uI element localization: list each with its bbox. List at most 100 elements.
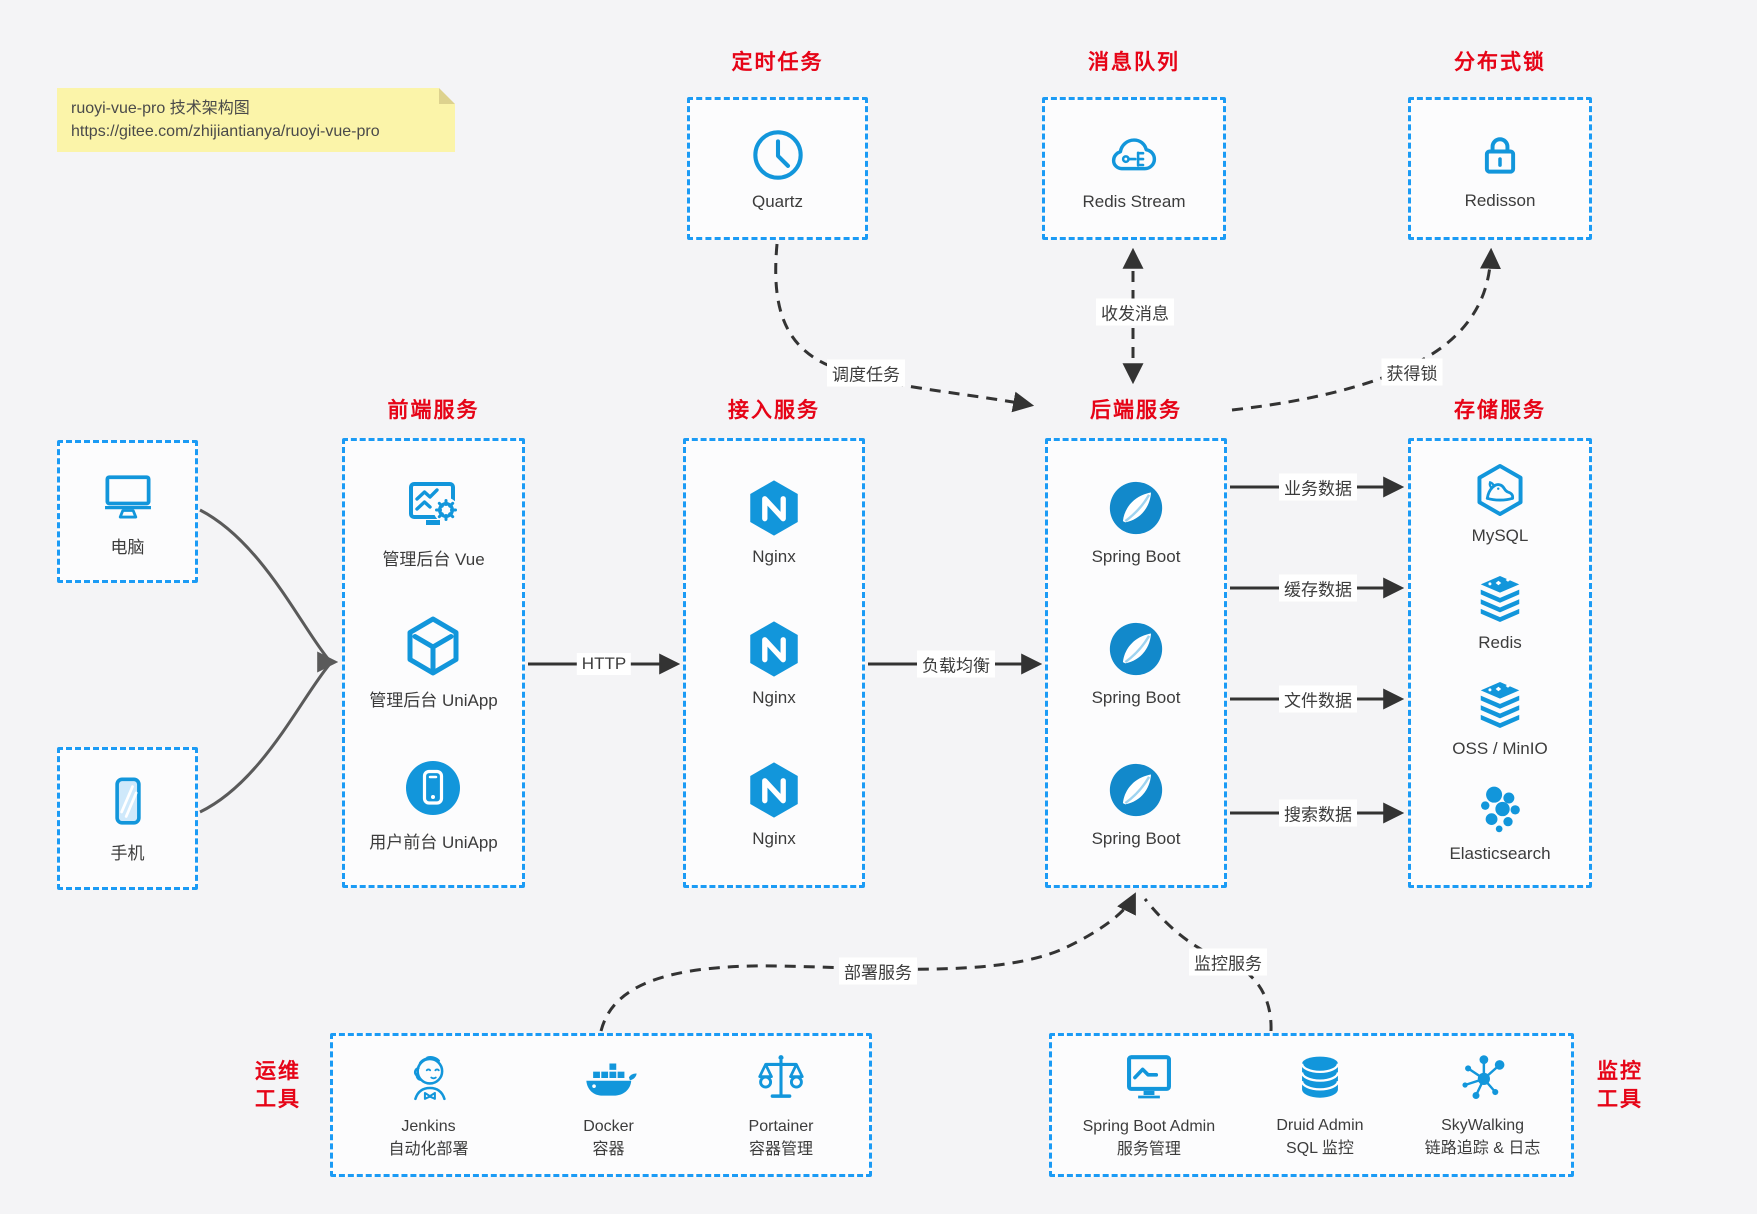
node-label: 用户前台 UniApp (369, 832, 498, 852)
tool-name: Portainer (748, 1117, 814, 1135)
edge-label-messaging: 收发消息 (1096, 298, 1174, 326)
spring-boot-icon (1105, 618, 1167, 680)
tool-desc: SQL 监控 (1286, 1140, 1354, 1157)
tool-desc: 服务管理 (1116, 1141, 1181, 1158)
node-label: Redisson (1464, 190, 1536, 210)
node-spring-boot-1: Spring Boot (1091, 477, 1181, 567)
lock-icon (1472, 127, 1528, 183)
edge-mobile-to-frontend (199, 664, 331, 814)
node-label: Redis Stream (1082, 191, 1186, 211)
edge-lock (1231, 247, 1501, 412)
node-spring-boot-3: Spring Boot (1091, 759, 1181, 849)
note-title: ruoyi-vue-pro 技术架构图 (71, 100, 250, 117)
redisson-box[interactable]: Redisson (1408, 97, 1592, 240)
node-mobile: 手机 (99, 773, 157, 864)
desktop-client-box[interactable]: 电脑 (57, 440, 198, 583)
node-label: OSS / MinIO (1452, 739, 1548, 759)
node-redis: Redis (1472, 569, 1528, 653)
spring-boot-icon (1105, 477, 1167, 539)
node-label: Spring Boot (1091, 829, 1181, 849)
group-title-scheduled-tasks: 定时任务 (731, 51, 824, 74)
note-url[interactable]: https://gitee.com/zhijiantianya/ruoyi-vu… (71, 123, 380, 141)
edge-label-monitor: 监控服务 (1189, 948, 1267, 976)
node-label: 管理后台 UniApp (369, 691, 498, 711)
column-title-frontend: 前端服务 (387, 399, 480, 422)
node-portainer: Portainer 容器管理 (748, 1049, 814, 1161)
docker-icon (580, 1049, 638, 1107)
monitor-tools-label: 监控 工具 (1597, 1060, 1643, 1112)
admin-vue-icon (402, 473, 466, 537)
node-label: 电脑 (110, 538, 145, 557)
tool-desc: 容器管理 (749, 1141, 814, 1158)
node-skywalking: SkyWalking 链路追踪 & 日志 (1424, 1050, 1541, 1160)
edge-label-search-data: 搜索数据 (1279, 799, 1357, 827)
node-label: 管理后台 Vue (382, 550, 485, 570)
node-label: Redis (1478, 632, 1522, 652)
ops-tools-box[interactable]: Jenkins 自动化部署 Docker 容器 Portainer 容器管理 (330, 1033, 872, 1177)
tool-name: Druid Admin (1276, 1116, 1364, 1134)
group-title-distributed-lock: 分布式锁 (1454, 51, 1546, 74)
node-mysql: MySQL (1471, 462, 1529, 546)
node-label: Spring Boot (1091, 546, 1181, 566)
portainer-icon (752, 1049, 810, 1107)
edge-label-http: HTTP (576, 653, 632, 675)
frontend-service-box[interactable]: 管理后台 Vue 管理后台 UniApp 用户前台 UniApp (342, 438, 525, 888)
uniapp-cube-icon (401, 614, 465, 678)
node-label: 手机 (110, 844, 145, 863)
edge-label-file-data: 文件数据 (1279, 685, 1357, 713)
desktop-icon (98, 465, 158, 525)
node-user-uniapp: 用户前台 UniApp (369, 756, 498, 853)
spring-boot-admin-icon (1120, 1049, 1178, 1107)
tool-desc: 容器 (592, 1141, 625, 1158)
node-redis-stream: Redis Stream (1082, 126, 1186, 212)
tool-desc: 链路追踪 & 日志 (1424, 1140, 1541, 1157)
druid-icon (1292, 1050, 1348, 1106)
redis-stack-icon (1472, 569, 1528, 625)
clock-icon (749, 126, 807, 184)
node-spring-boot-2: Spring Boot (1091, 618, 1181, 708)
node-nginx-2: Nginx (743, 618, 805, 708)
jenkins-icon (400, 1049, 458, 1107)
node-elasticsearch: Elasticsearch (1449, 782, 1551, 864)
monitor-tools-box[interactable]: Spring Boot Admin 服务管理 Druid Admin SQL 监… (1049, 1033, 1574, 1177)
node-druid-admin: Druid Admin SQL 监控 (1276, 1050, 1364, 1160)
tool-name: SkyWalking (1441, 1116, 1525, 1134)
access-service-box[interactable]: Nginx Nginx Nginx (683, 438, 865, 888)
column-title-access: 接入服务 (728, 399, 820, 422)
backend-service-box[interactable]: Spring Boot Spring Boot Spring Boot (1045, 438, 1227, 888)
sticky-note: ruoyi-vue-pro 技术架构图 https://gitee.com/zh… (57, 88, 455, 152)
node-label: Nginx (752, 546, 796, 566)
edge-label-deploy: 部署服务 (839, 957, 917, 985)
tool-name: Docker (583, 1117, 634, 1135)
cloud-stream-icon (1105, 126, 1163, 184)
nginx-icon (743, 759, 805, 821)
column-title-storage: 存储服务 (1454, 399, 1546, 422)
oss-stack-icon (1472, 675, 1528, 731)
edge-label-schedule: 调度任务 (827, 359, 905, 387)
nginx-icon (743, 477, 805, 539)
node-jenkins: Jenkins 自动化部署 (389, 1049, 469, 1161)
quartz-box[interactable]: Quartz (687, 97, 868, 240)
node-label: Nginx (752, 687, 796, 707)
node-label: Spring Boot (1091, 687, 1181, 707)
elasticsearch-icon (1473, 782, 1527, 836)
edge-label-business-data: 业务数据 (1279, 473, 1357, 501)
edge-monitor (1143, 898, 1273, 1032)
redis-stream-box[interactable]: Redis Stream (1042, 97, 1226, 240)
node-desktop: 电脑 (98, 465, 158, 558)
node-label: Quartz (751, 191, 804, 211)
mobile-client-box[interactable]: 手机 (57, 747, 198, 890)
tool-name: Spring Boot Admin (1082, 1117, 1216, 1135)
node-label: MySQL (1471, 526, 1529, 546)
edge-label-lock: 获得锁 (1381, 358, 1443, 386)
edge-label-load-balance: 负载均衡 (917, 650, 995, 678)
column-title-backend: 后端服务 (1090, 399, 1182, 422)
node-nginx-3: Nginx (743, 759, 805, 849)
tool-name: Jenkins (401, 1117, 456, 1135)
edge-desktop-to-frontend (199, 508, 331, 661)
mysql-icon (1472, 462, 1528, 518)
storage-service-box[interactable]: MySQL Redis OSS / MinIO Elasticsearch (1408, 438, 1592, 888)
node-label: Elasticsearch (1449, 843, 1551, 863)
node-docker: Docker 容器 (580, 1049, 638, 1161)
